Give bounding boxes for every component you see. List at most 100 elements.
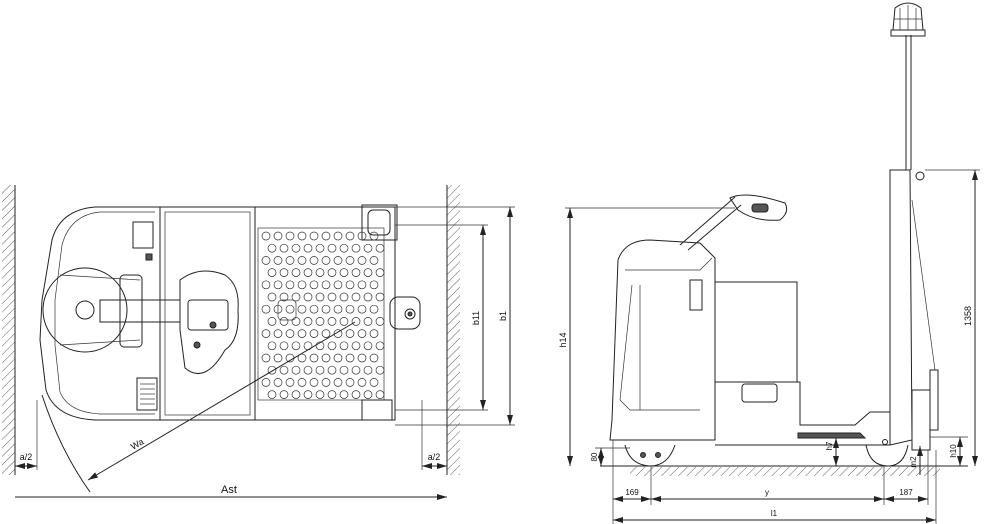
deck-hole <box>363 317 373 326</box>
deck-hole <box>351 292 361 302</box>
deck-hole <box>285 231 295 241</box>
deck-hole <box>321 256 331 265</box>
deck-hole <box>297 329 307 338</box>
deck-hole <box>273 256 283 265</box>
deck-hole <box>303 243 313 253</box>
deck-hole <box>279 390 289 399</box>
deck-hole <box>297 256 307 265</box>
y-label: y <box>765 488 769 497</box>
deck-hole <box>315 341 325 351</box>
deck-hole <box>369 353 379 363</box>
deck-hole <box>363 341 373 351</box>
deck-hole <box>321 378 331 387</box>
deck-hole <box>303 317 313 326</box>
deck-hole <box>351 268 361 277</box>
b1-label: b1 <box>498 311 508 321</box>
deck-hole <box>297 280 307 290</box>
deck-hole <box>279 341 289 351</box>
deck-hole <box>327 292 337 302</box>
deck-hole <box>267 365 277 375</box>
deck-hole <box>267 390 277 399</box>
dimension-y: y <box>651 488 884 502</box>
deck-hole <box>285 280 295 290</box>
deck-hole <box>315 292 325 302</box>
beacon-light <box>890 2 926 170</box>
deck-hole <box>357 304 367 314</box>
deck-hole <box>285 304 295 314</box>
deck-hole <box>303 292 313 302</box>
deck-hole <box>357 329 367 338</box>
deck-hole <box>375 292 385 302</box>
deck-hole <box>261 280 271 290</box>
deck-hole <box>351 365 361 375</box>
deck-hole <box>345 231 355 241</box>
dimension-187: 187 <box>884 488 928 502</box>
deck-hole <box>309 378 319 387</box>
turning-radius-wa: Wa <box>41 321 356 493</box>
deck-hole <box>261 256 271 265</box>
deck-hole <box>309 329 319 338</box>
h7-label: h7 <box>825 441 834 450</box>
deck-hole <box>351 317 361 326</box>
deck-hole <box>363 365 373 375</box>
deck-hole <box>261 353 271 363</box>
deck-hole <box>375 243 385 253</box>
deck-hole <box>333 329 343 338</box>
deck-hole <box>351 243 361 253</box>
deck-hole <box>303 268 313 277</box>
deck-hole <box>339 243 349 253</box>
deck-hole <box>375 365 385 375</box>
deck-hole <box>273 231 283 241</box>
deck-hole <box>273 329 283 338</box>
deck-hole <box>273 280 283 290</box>
deck-hole <box>279 243 289 253</box>
deck-hole <box>327 243 337 253</box>
right-wall <box>446 185 460 475</box>
h14-label: h14 <box>558 332 568 347</box>
dimension-1358: 1358 <box>963 170 978 466</box>
deck-hole <box>357 353 367 363</box>
deck-hole <box>315 390 325 399</box>
deck-hole <box>309 256 319 265</box>
deck-hole <box>357 378 367 387</box>
deck-hole <box>261 304 271 314</box>
deck-hole <box>321 353 331 363</box>
dimension-a-half-left: a/2 <box>15 452 37 469</box>
deck-hole <box>339 268 349 277</box>
deck-hole <box>279 317 289 326</box>
80-label: 80 <box>590 452 599 461</box>
deck-hole <box>267 268 277 277</box>
deck-hole <box>309 280 319 290</box>
deck-hole <box>321 280 331 290</box>
deck-hole <box>357 256 367 265</box>
deck-hole <box>333 231 343 241</box>
tiller-handle <box>99 270 239 374</box>
deck-hole <box>291 292 301 302</box>
deck-hole <box>375 268 385 277</box>
deck-hole <box>333 378 343 387</box>
deck-hole <box>351 341 361 351</box>
deck-hole <box>327 365 337 375</box>
deck-hole <box>309 231 319 241</box>
deck-hole <box>363 292 373 302</box>
deck-hole <box>327 390 337 399</box>
deck-hole <box>279 268 289 277</box>
dimension-a-half-right: a/2 <box>422 452 447 469</box>
a-half-right-label: a/2 <box>428 452 441 462</box>
deck-hole <box>327 268 337 277</box>
deck-hole <box>321 304 331 314</box>
deck-hole <box>333 353 343 363</box>
deck-hole <box>333 256 343 265</box>
dimension-h14: h14 <box>558 208 573 466</box>
dimension-h7: h7 <box>825 438 839 466</box>
deck-hole <box>369 378 379 387</box>
deck-hole <box>261 378 271 387</box>
dimension-l1: l1 <box>613 509 936 523</box>
deck-hole <box>315 243 325 253</box>
m2-label: m2 <box>909 456 918 468</box>
b11-label: b11 <box>471 311 481 325</box>
dimension-ast: Ast <box>15 484 447 500</box>
deck-hole <box>291 365 301 375</box>
deck-hole <box>279 292 289 302</box>
dimension-b11: b11 <box>471 225 486 410</box>
